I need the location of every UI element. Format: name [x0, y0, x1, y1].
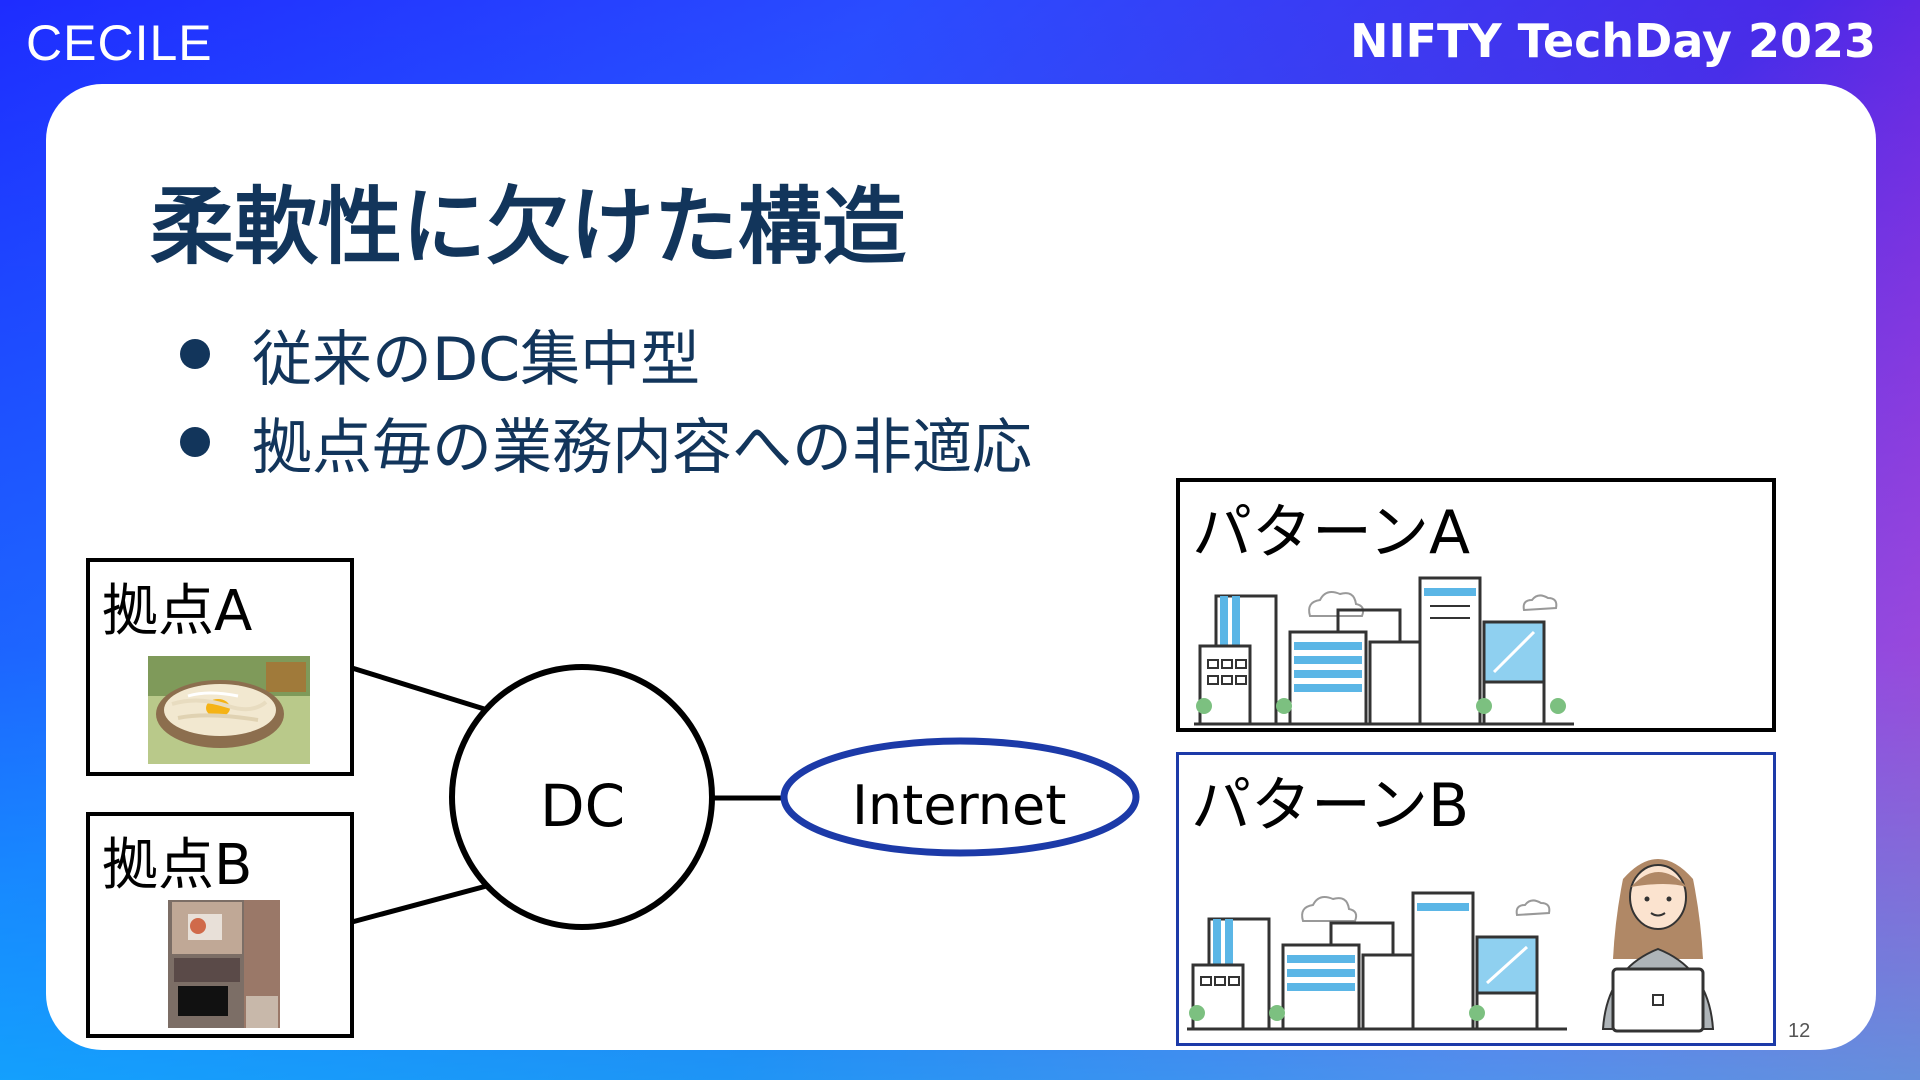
internet-label: Internet: [852, 774, 1067, 837]
internet-node: [780, 737, 1140, 857]
bullet-text: 拠点毎の業務内容への非適応: [252, 412, 1032, 483]
storefront-photo: [168, 900, 280, 1028]
bullet-item: 拠点毎の業務内容への非適応: [180, 398, 1032, 486]
cloud-icon: [1522, 594, 1558, 612]
bullet-item: 従来のDC集中型: [180, 310, 1032, 398]
cloud-icon: [1515, 899, 1551, 917]
cloud-icon: [1301, 896, 1358, 922]
link-site-b-dc: [351, 881, 495, 925]
udon-photo: [148, 656, 310, 764]
site-b-label: 拠点B: [102, 833, 253, 898]
cloud-icon: [1308, 591, 1365, 617]
pattern-a-label: パターンA: [1192, 498, 1471, 568]
slide-title: 柔軟性に欠けた構造: [150, 178, 907, 276]
pattern-a-box: パターンA: [1176, 478, 1776, 732]
city-buildings-illustration: [1194, 576, 1574, 726]
pattern-b-box: パターンB: [1176, 752, 1776, 1046]
event-logo: NIFTY TechDay 2023: [1349, 14, 1876, 68]
site-b-box: 拠点B: [86, 812, 354, 1038]
link-site-a-dc: [351, 665, 495, 715]
page-number: 12: [1788, 1020, 1811, 1042]
dc-node: [449, 664, 715, 930]
pattern-b-label: パターンB: [1191, 771, 1470, 841]
bullet-dot-icon: [180, 339, 210, 369]
site-a-box: 拠点A: [86, 558, 354, 776]
bullet-dot-icon: [180, 427, 210, 457]
site-a-label: 拠点A: [102, 579, 253, 644]
brand-logo-left: CECILE: [26, 15, 213, 71]
dc-label: DC: [540, 772, 626, 840]
office-worker-laptop-illustration: [1601, 859, 1715, 1033]
bullet-list: 従来のDC集中型 拠点毎の業務内容への非適応: [180, 310, 1032, 486]
bullet-text: 従来のDC集中型: [252, 324, 701, 395]
city-buildings-illustration: [1187, 891, 1567, 1031]
